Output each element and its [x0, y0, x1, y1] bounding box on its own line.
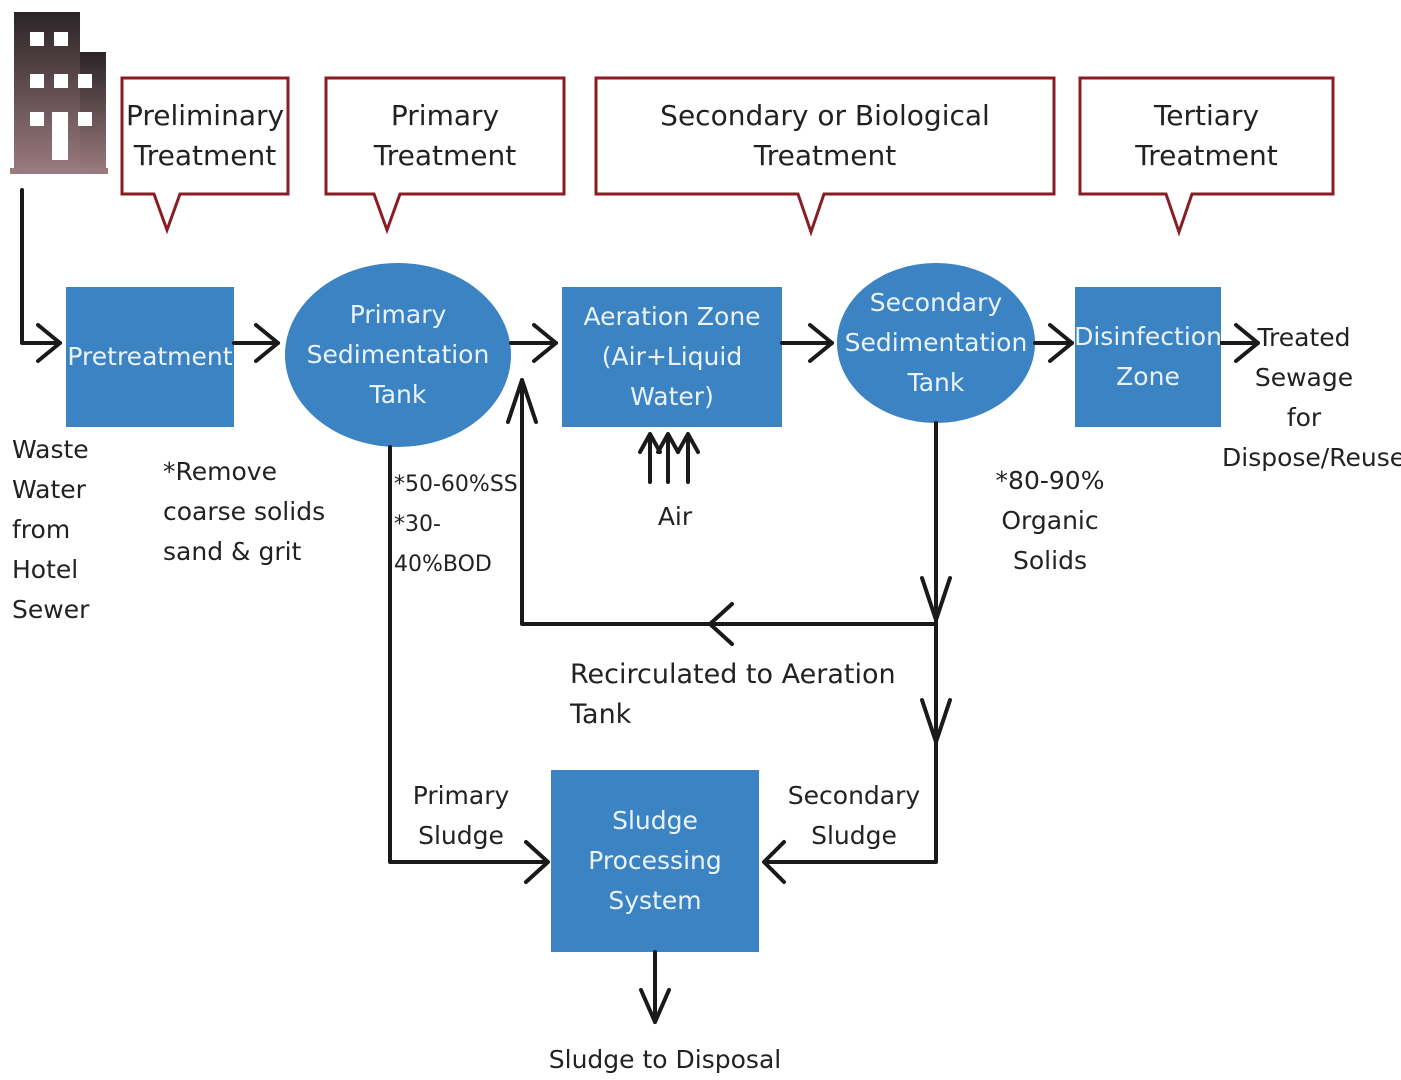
arrowhead — [254, 323, 280, 363]
aeration-label: Aeration Zone (Air+Liquid Water) — [583, 302, 761, 411]
arrowhead — [708, 602, 734, 646]
sludge-processing-label: Sludge Processing System — [588, 806, 722, 915]
primary-sludge-label: Primary Sludge — [412, 781, 510, 850]
callout-tertiary-shape — [1078, 76, 1335, 237]
stage-primary-label: Primary Treatment — [373, 99, 517, 172]
secondary-tank-label: Secondary Sedimentation Tank — [844, 288, 1028, 397]
building-icon — [10, 12, 108, 174]
input-line — [20, 188, 62, 345]
air-arrow — [638, 432, 662, 484]
arrowhead — [1048, 323, 1074, 363]
disinfection-label: Disinfection Zone — [1074, 322, 1222, 391]
arrowhead — [920, 576, 952, 622]
input-label: Waste Water from Hotel Sewer — [12, 435, 90, 624]
arrowhead — [524, 840, 550, 884]
primary-sludge-line — [388, 445, 548, 864]
stage-tertiary-label: Tertiary Treatment — [1135, 99, 1278, 172]
pretreatment-box — [66, 287, 234, 427]
arrowhead — [808, 323, 834, 363]
arrowhead — [506, 378, 538, 424]
arrowhead — [639, 988, 671, 1024]
arrowhead — [1234, 323, 1260, 363]
callout-secondary-shape — [594, 76, 1056, 237]
secondary-outflow-line — [764, 421, 938, 864]
primary-note: *50-60%SS *30-40%BOD — [394, 472, 518, 577]
arrowhead — [36, 323, 62, 363]
sludge-disposal-label: Sludge to Disposal — [548, 1045, 782, 1074]
stage-preliminary-label: Preliminary Treatment — [125, 99, 285, 172]
callout-preliminary-shape — [120, 76, 290, 235]
aeration-box — [562, 287, 782, 427]
callout-primary-shape — [324, 76, 566, 235]
stage-secondary-label: Secondary or Biological Treatment — [660, 99, 990, 172]
secondary-sludge-label: Secondary Sludge — [787, 781, 921, 850]
pretreatment-note: *Remove coarse solids sand & grit — [163, 457, 326, 566]
arrowhead — [532, 323, 558, 363]
primary-tank-label: Primary Sedimentation Tank — [306, 300, 490, 409]
air-arrow — [656, 432, 680, 484]
air-arrow — [676, 432, 700, 484]
pretreatment-label: Pretreatment — [67, 342, 233, 371]
secondary-tank-ellipse — [837, 263, 1035, 423]
secondary-note: *80-90% Organic Solids — [995, 466, 1105, 575]
air-label: Air — [657, 502, 693, 531]
recirculated-label: Recirculated to Aeration Tank — [570, 659, 896, 730]
sludge-processing-box — [551, 770, 759, 952]
primary-tank-ellipse — [285, 263, 511, 447]
recirculation-line — [520, 378, 938, 626]
disinfection-box — [1075, 287, 1221, 427]
arrowhead — [762, 840, 786, 884]
arrowhead — [920, 698, 952, 744]
output-label: Treated Sewage for Dispose/Reuse — [1222, 323, 1401, 472]
